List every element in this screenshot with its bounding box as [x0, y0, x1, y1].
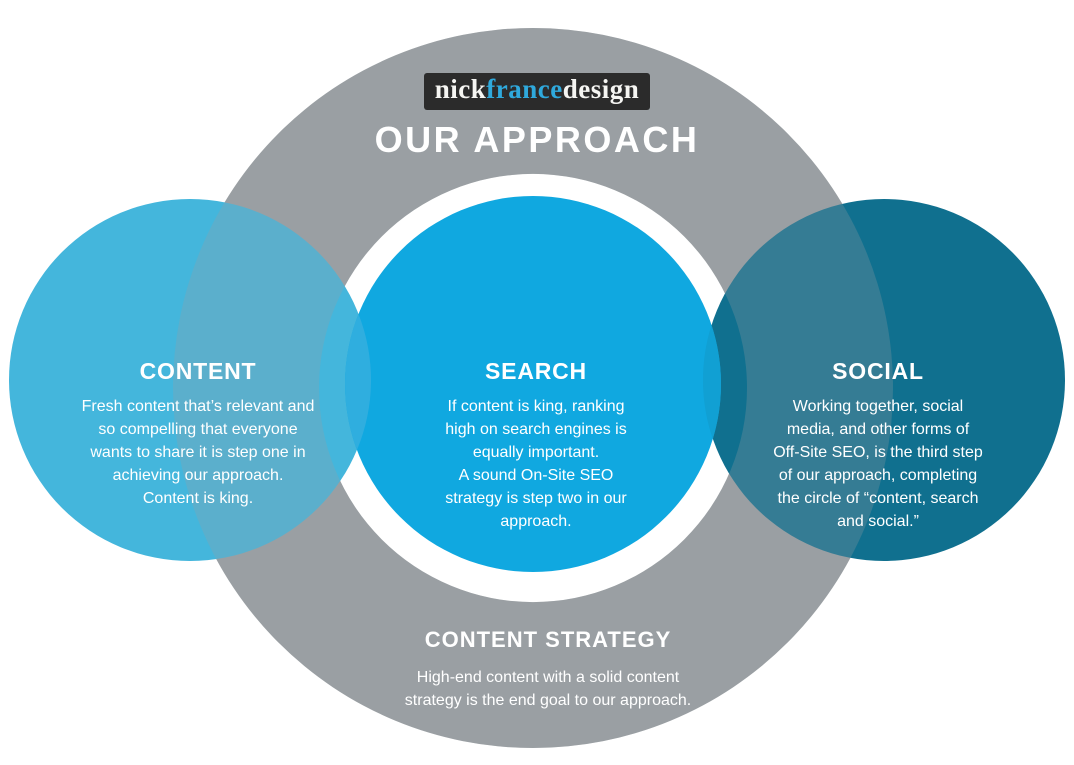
search-description: If content is king, ranking high on sear…: [445, 398, 627, 530]
social-heading: SOCIAL: [832, 358, 924, 384]
search-heading: SEARCH: [485, 358, 587, 384]
search-social-overlap: [702, 325, 721, 439]
content-search-overlap: [345, 314, 372, 450]
content-strategy-heading: CONTENT STRATEGY: [424, 627, 672, 652]
ring-shape: [173, 28, 893, 748]
search-circle: [345, 196, 721, 572]
social-description: Working together, social media, and othe…: [773, 398, 983, 530]
content-strategy-description: High-end content with a solid content st…: [404, 669, 692, 709]
content-strategy-section: CONTENT STRATEGY High-end content with a…: [388, 627, 708, 712]
content-section: CONTENT Fresh content that’s relevant an…: [58, 358, 338, 510]
content-circle: [9, 199, 371, 561]
ring-overlap-tint: [173, 28, 893, 748]
social-section: SOCIAL Working together, social media, a…: [738, 358, 1018, 533]
search-section: SEARCH If content is king, ranking high …: [396, 358, 676, 533]
page-title: OUR APPROACH: [374, 119, 700, 160]
social-circle: [703, 199, 1065, 561]
content-heading: CONTENT: [139, 358, 257, 384]
content-description: Fresh content that’s relevant and so com…: [81, 398, 315, 507]
